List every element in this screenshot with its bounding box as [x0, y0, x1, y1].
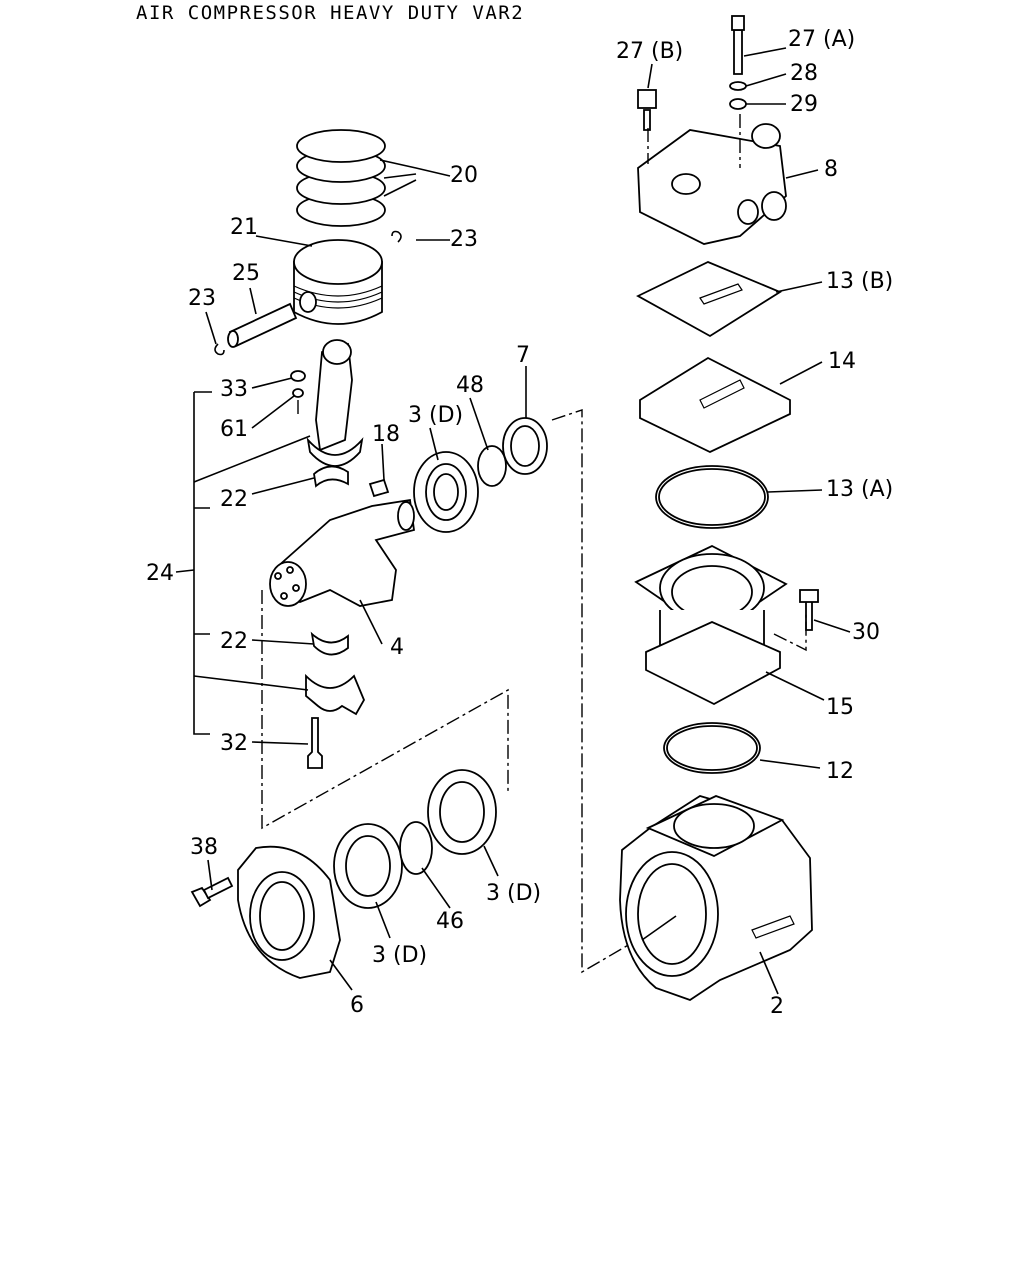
callout-13b: 13 (B)	[826, 269, 893, 294]
o-rings	[655, 465, 769, 774]
callout-8: 8	[824, 157, 838, 182]
callout-23-left: 23	[188, 286, 216, 311]
callout-20: 20	[450, 163, 478, 188]
end-cover	[190, 845, 341, 979]
center-lines	[261, 114, 807, 974]
piston-rings	[296, 129, 451, 227]
leader-lines	[205, 47, 851, 995]
callout-13a: 13 (A)	[826, 477, 893, 502]
callout-labels: 20 21 23 25 23 33 61 22 24 22 32 18 4 3 …	[146, 27, 893, 1019]
valve-plate-gaskets	[636, 261, 791, 453]
callout-4: 4	[390, 635, 404, 660]
callout-24: 24	[146, 561, 174, 586]
callout-7: 7	[516, 343, 530, 368]
crankshaft	[269, 498, 415, 607]
callout-2: 2	[770, 994, 784, 1019]
rod-cap	[305, 673, 366, 769]
callout-27b: 27 (B)	[616, 39, 683, 64]
callout-3d-mid: 3 (D)	[372, 943, 427, 968]
callout-28: 28	[790, 61, 818, 86]
callout-33: 33	[220, 377, 248, 402]
callout-14: 14	[828, 349, 856, 374]
cylinder-head	[637, 15, 787, 245]
callout-22-top: 22	[220, 487, 248, 512]
callout-6: 6	[350, 993, 364, 1018]
front-bearings	[413, 417, 548, 533]
bearing-shells	[310, 465, 390, 656]
callout-15: 15	[826, 695, 854, 720]
callout-25: 25	[232, 261, 260, 286]
callout-22-bottom: 22	[220, 629, 248, 654]
callout-46: 46	[436, 909, 464, 934]
piston-pin	[214, 230, 402, 356]
diagram-title: AIR COMPRESSOR HEAVY DUTY VAR2	[136, 2, 525, 24]
callout-29: 29	[790, 92, 818, 117]
cylinder	[634, 544, 819, 706]
callout-32: 32	[220, 731, 248, 756]
callout-48: 48	[456, 373, 484, 398]
callout-27a: 27 (A)	[788, 27, 855, 52]
callout-3d-right: 3 (D)	[486, 881, 541, 906]
callout-21: 21	[230, 215, 258, 240]
piston	[293, 239, 383, 325]
callout-61: 61	[220, 417, 248, 442]
callout-30: 30	[852, 620, 880, 645]
assembly-bracket	[175, 391, 311, 735]
callout-23-right: 23	[450, 227, 478, 252]
rear-bearings	[333, 769, 497, 909]
callout-12: 12	[826, 759, 854, 784]
callout-38: 38	[190, 835, 218, 860]
callout-3d-top: 3 (D)	[408, 403, 463, 428]
crankcase	[619, 795, 813, 1001]
connecting-rod	[290, 339, 364, 467]
callout-18: 18	[372, 422, 400, 447]
